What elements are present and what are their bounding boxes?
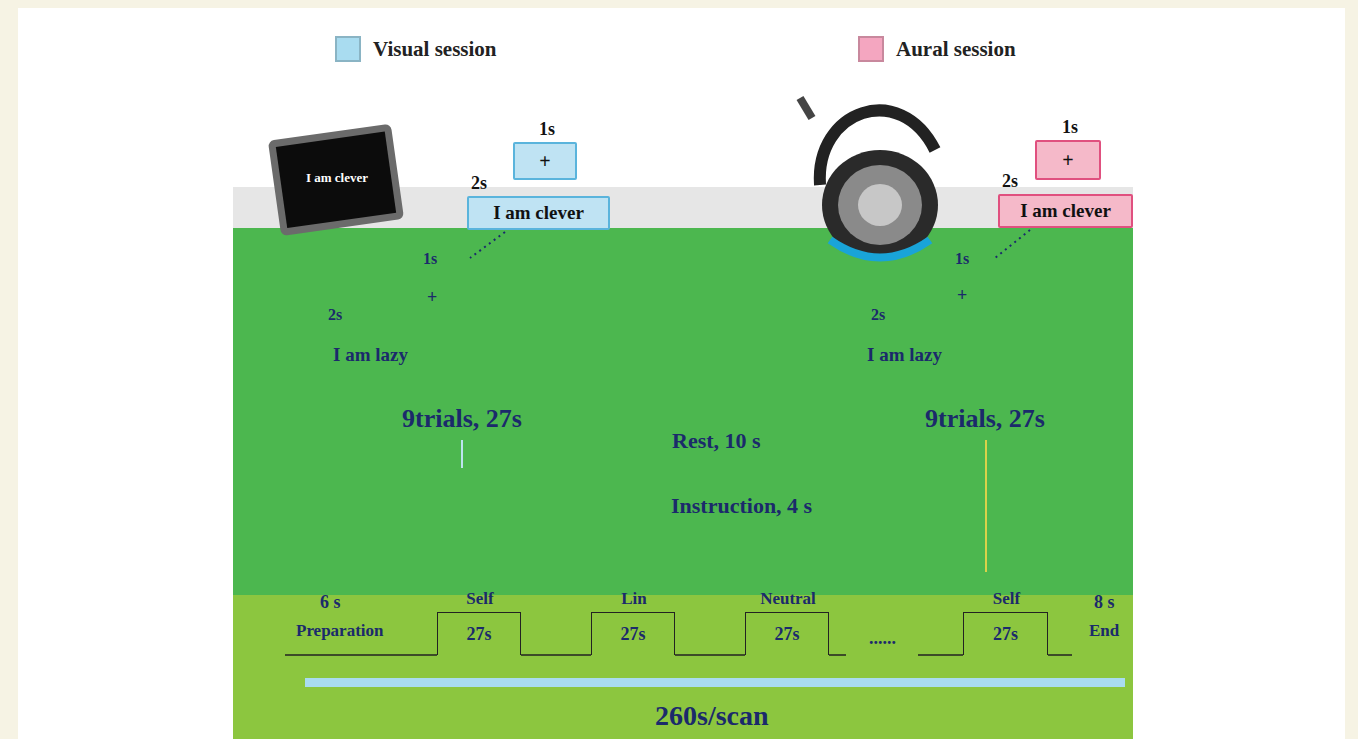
monitor-frame xyxy=(268,124,404,236)
block-pulse: Lin27s xyxy=(591,612,675,655)
text-label: 8 s xyxy=(1094,592,1115,613)
panel xyxy=(18,8,1345,739)
green-region xyxy=(233,228,1133,595)
fixation-box: 1s+ xyxy=(1035,140,1101,180)
headband-end xyxy=(800,98,812,118)
text-label: 6 s xyxy=(320,592,341,613)
text-label: + xyxy=(427,287,437,308)
box-text: I am clever xyxy=(493,202,584,224)
duration-label: Self xyxy=(993,589,1020,609)
ear-cup xyxy=(822,150,938,260)
box-text: 27s xyxy=(993,624,1018,645)
timeline xyxy=(285,654,1072,656)
duration-label: Neutral xyxy=(760,589,816,609)
box-text: 27s xyxy=(466,624,491,645)
text-label: + xyxy=(957,285,967,306)
text-label: Rest, 10 s xyxy=(672,428,761,454)
box-text: I am clever xyxy=(306,170,368,186)
duration-label: 2s xyxy=(471,173,487,194)
block-pulse: Self27s xyxy=(437,612,521,655)
text-label: I am lazy xyxy=(867,344,942,366)
box-text: I am clever xyxy=(1020,200,1111,222)
duration-label: Self xyxy=(466,589,493,609)
block-pulse: Neutral27s xyxy=(745,612,829,655)
text-label: Preparation xyxy=(296,621,384,641)
legend-text: Visual session xyxy=(373,37,497,62)
text-label: 2s xyxy=(328,306,342,324)
duration-label: Lin xyxy=(621,589,647,609)
timeline-segment xyxy=(829,654,846,656)
text-label: 9trials, 27s xyxy=(402,404,522,434)
text-label: 260s/scan xyxy=(655,700,769,732)
stimulus-box: 2sI am clever xyxy=(467,196,610,230)
box-text: + xyxy=(539,150,550,173)
duration-label: 1s xyxy=(539,119,555,140)
text-label: ...... xyxy=(869,628,896,649)
screen-text-area: I am clever xyxy=(287,164,387,192)
dotted-leader xyxy=(995,230,1030,258)
box-text: + xyxy=(1062,149,1073,172)
scan-bar xyxy=(305,678,1125,687)
timeline-segment xyxy=(675,654,745,656)
monitor-icon xyxy=(268,124,404,236)
timeline-segment xyxy=(1048,654,1072,656)
box-text: 27s xyxy=(774,624,799,645)
fixation-box: 1s+ xyxy=(513,142,577,180)
legend-swatch xyxy=(858,36,884,62)
monitor-screen xyxy=(276,132,396,229)
text-label: 1s xyxy=(955,250,969,268)
text-label: Instruction, 4 s xyxy=(671,493,812,519)
text-label: 2s xyxy=(871,306,885,324)
duration-label: 2s xyxy=(1002,171,1018,192)
block-pulse: Self27s xyxy=(963,612,1048,655)
timeline-segment xyxy=(521,654,591,656)
text-label: I am lazy xyxy=(333,344,408,366)
box-text: 27s xyxy=(620,624,645,645)
ear-cup-inner xyxy=(838,165,922,245)
marker-line xyxy=(985,440,987,572)
dotted-leader xyxy=(470,232,505,258)
text-label: End xyxy=(1089,621,1119,641)
stimulus-box: 2sI am clever xyxy=(998,194,1133,228)
duration-label: 1s xyxy=(1062,117,1078,138)
ear-cup-rim xyxy=(830,240,930,258)
headphones-icon xyxy=(800,98,938,260)
timeline-segment xyxy=(918,654,963,656)
timeline-segment xyxy=(285,654,437,656)
legend-text: Aural session xyxy=(896,37,1016,62)
light-green-region xyxy=(233,595,1133,739)
text-label: 1s xyxy=(423,250,437,268)
text-label: 9trials, 27s xyxy=(925,404,1045,434)
legend-swatch xyxy=(335,36,361,62)
ear-cup-center xyxy=(858,184,902,226)
marker-line xyxy=(461,440,463,468)
